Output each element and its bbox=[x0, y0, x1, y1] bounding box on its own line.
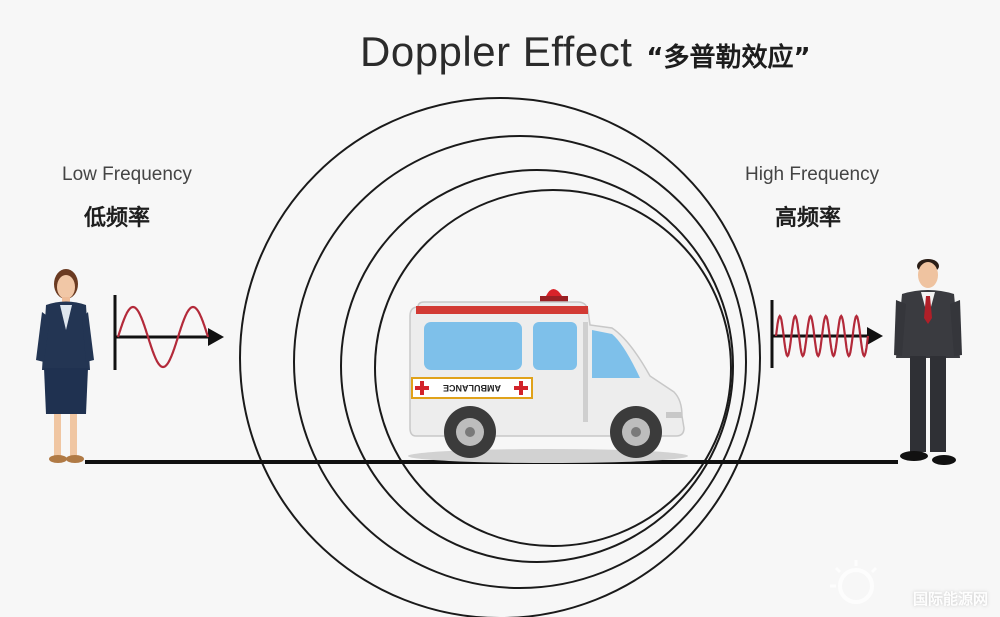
arrow-head-icon bbox=[208, 328, 224, 346]
high-frequency-label-cn: 高频率 bbox=[775, 206, 842, 231]
woman-left-arm bbox=[36, 312, 50, 362]
man-right-leg bbox=[930, 356, 946, 452]
low-frequency-label: Low Frequency bbox=[62, 164, 192, 185]
ambulance-windshield bbox=[592, 330, 640, 378]
woman-blouse bbox=[60, 305, 72, 330]
woman-neck bbox=[62, 297, 70, 305]
high-frequency-wave bbox=[770, 300, 883, 368]
watermark-logo bbox=[830, 560, 878, 604]
woman-left-leg bbox=[54, 414, 61, 456]
ambulance-bumper bbox=[666, 412, 682, 418]
hub-cap bbox=[631, 427, 641, 437]
woman-face bbox=[57, 275, 75, 299]
man-observer-figure bbox=[894, 259, 962, 465]
man-right-shoe bbox=[932, 455, 956, 465]
siren-base bbox=[540, 296, 568, 303]
arrow-head-icon bbox=[867, 327, 883, 345]
wavefront-circle bbox=[340, 169, 734, 563]
low-frequency-label-cn: 低频率 bbox=[84, 206, 151, 231]
man-left-arm bbox=[894, 300, 906, 356]
ambulance: AMBULANCE bbox=[408, 289, 688, 463]
ambulance-side-panel bbox=[411, 377, 533, 399]
sound-wavefronts bbox=[239, 97, 761, 617]
woman-left-shoe bbox=[49, 455, 67, 463]
high-frequency-sine bbox=[774, 314, 870, 358]
low-frequency-wave bbox=[113, 295, 224, 370]
wavefront-circle bbox=[239, 97, 761, 617]
cross-icon bbox=[415, 386, 429, 390]
watermark-text: 国际能源网 bbox=[912, 590, 988, 608]
hub-cap bbox=[465, 427, 475, 437]
woman-skirt bbox=[44, 368, 88, 414]
man-right-arm bbox=[950, 300, 962, 356]
man-left-leg bbox=[910, 356, 926, 452]
woman-right-shoe bbox=[66, 455, 84, 463]
title-english: Doppler Effect bbox=[360, 28, 633, 75]
siren-light-icon bbox=[546, 289, 562, 296]
ambulance-door-seam bbox=[583, 322, 588, 422]
high-frequency-label: High Frequency bbox=[745, 164, 880, 185]
woman-right-leg bbox=[70, 414, 77, 456]
man-tie bbox=[924, 296, 932, 324]
cross-icon bbox=[514, 386, 528, 390]
page-title: Doppler Effect “多普勒效应” bbox=[360, 28, 811, 88]
man-face bbox=[918, 262, 938, 288]
title-chinese: “多普勒效应” bbox=[646, 43, 811, 73]
man-left-shoe bbox=[900, 451, 928, 461]
wavefront-circle bbox=[293, 135, 747, 589]
wavefront-circle bbox=[374, 189, 732, 547]
ambulance-rear-window bbox=[424, 322, 522, 370]
woman-observer-figure bbox=[36, 269, 94, 463]
ambulance-roof-stripe bbox=[416, 306, 588, 314]
woman-jacket bbox=[42, 301, 90, 370]
ambulance-side-window bbox=[533, 322, 577, 370]
woman-right-arm bbox=[82, 312, 94, 362]
ambulance-side-text: AMBULANCE bbox=[443, 383, 501, 393]
low-frequency-sine bbox=[116, 305, 210, 369]
